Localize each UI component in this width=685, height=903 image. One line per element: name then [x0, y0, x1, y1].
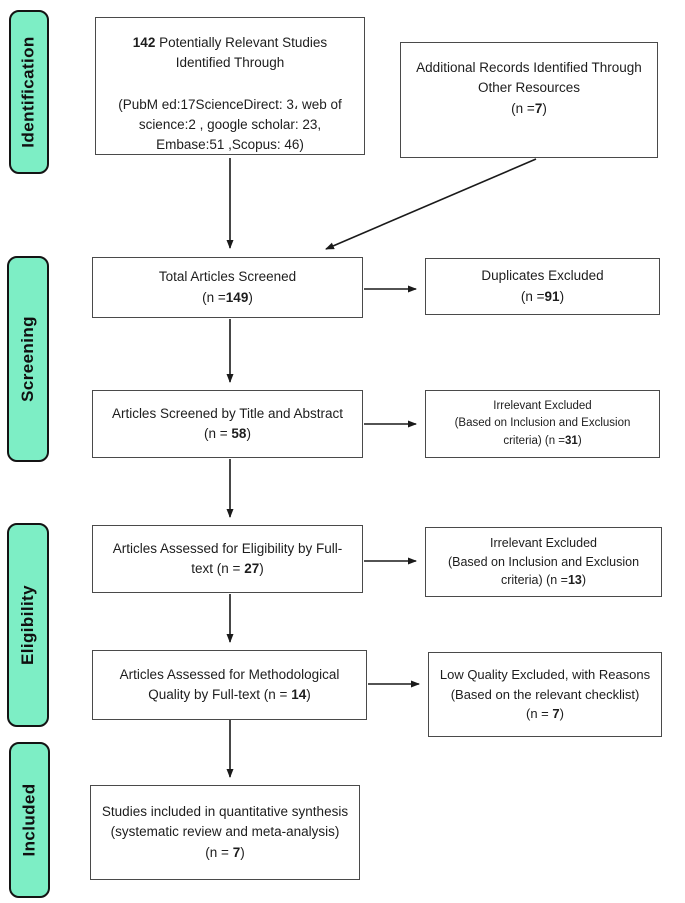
flow-box-title-abstract-screened: Articles Screened by Title and Abstract …: [92, 390, 363, 458]
box-title: Articles Screened by Title and Abstract: [111, 405, 344, 421]
box-title: Articles Assessed for Methodological Qua…: [119, 666, 340, 702]
box-count: (n = 7): [205, 844, 245, 860]
flow-box-total-screened: Total Articles Screened (n =149): [92, 257, 363, 318]
box-count: (n =149): [202, 289, 253, 305]
box-count: (n =91): [520, 288, 565, 304]
flow-box-irrelevant-excluded-1: Irrelevant Excluded (Based on Inclusion …: [425, 390, 660, 458]
stage-label-text: Eligibility: [18, 585, 37, 665]
record-count: 142: [132, 35, 156, 50]
box-title: Duplicates Excluded: [481, 268, 604, 284]
flow-box-duplicates-excluded: Duplicates Excluded (n =91): [425, 258, 660, 315]
flow-box-irrelevant-excluded-2: Irrelevant Excluded (Based on Inclusion …: [425, 527, 662, 597]
box-count: (n = 7): [526, 706, 564, 722]
box-reason: (Based on Inclusion and Exclusion criter…: [447, 554, 640, 588]
stage-label-eligibility: Eligibility: [7, 523, 49, 727]
box-count: (n =7): [511, 100, 547, 116]
box-title: Total Articles Screened: [158, 269, 297, 285]
arrow-additional-to-screened: [325, 158, 537, 250]
stage-label-text: Included: [19, 783, 39, 857]
flow-box-methodological-quality: Articles Assessed for Methodological Qua…: [92, 650, 367, 720]
box-title: Irrelevant Excluded: [493, 400, 592, 413]
box-sources: (PubM ed:17ScienceDirect: 3، web of scie…: [118, 96, 342, 153]
stage-label-identification: Identification: [9, 10, 49, 174]
stage-label-screening: Screening: [7, 256, 49, 462]
flow-box-included-quantitative: Studies included in quantitative synthes…: [90, 785, 360, 880]
box-title: Irrelevant Excluded: [489, 535, 597, 550]
flow-box-additional-records: Additional Records Identified Through Ot…: [400, 42, 658, 158]
flow-box-eligibility-fulltext: Articles Assessed for Eligibility by Ful…: [92, 525, 363, 593]
flow-box-records-identified: 142 Potentially Relevant Studies Identif…: [95, 17, 365, 155]
stage-label-included: Included: [9, 742, 50, 898]
stage-label-text: Screening: [18, 316, 38, 402]
box-title: 142 Potentially Relevant Studies Identif…: [132, 35, 328, 71]
stage-label-text: Identification: [19, 36, 39, 148]
box-reason: (Based on the relevant checklist): [450, 686, 640, 702]
box-title: Additional Records Identified Through Ot…: [416, 60, 642, 96]
box-title: Articles Assessed for Eligibility by Ful…: [112, 540, 343, 576]
box-reason: (Based on Inclusion and Exclusion criter…: [454, 417, 631, 447]
box-title: Studies included in quantitative synthes…: [101, 804, 349, 840]
box-title: Low Quality Excluded, with Reasons: [439, 667, 651, 683]
flow-box-low-quality-excluded: Low Quality Excluded, with Reasons (Base…: [428, 652, 662, 737]
box-count: (n = 58): [204, 426, 251, 441]
